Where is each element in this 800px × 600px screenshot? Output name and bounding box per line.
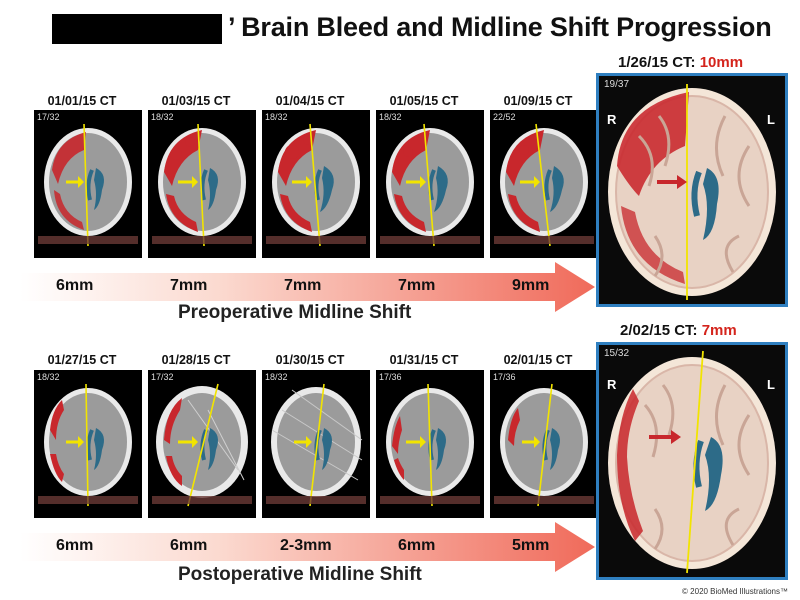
slice-number: 17/32 <box>151 372 174 382</box>
postop-scan-2: 17/32 <box>148 370 256 518</box>
slice-number: 18/32 <box>37 372 60 382</box>
postop-shift-4: 6mm <box>398 537 436 554</box>
slice-number: 17/32 <box>37 112 60 122</box>
right-side-marker: R <box>607 377 617 392</box>
preop-shift-4: 7mm <box>398 277 436 294</box>
postop-band-title: Postoperative Midline Shift <box>178 564 422 585</box>
postop-big-label: 2/02/15 CT: 7mm <box>620 322 737 339</box>
preop-scan-5: 22/52 <box>490 110 598 258</box>
preop-shift-5: 9mm <box>512 277 550 294</box>
postop-date-5: 02/01/15 CT <box>503 353 573 367</box>
brain-illustration <box>608 350 776 574</box>
ct-image <box>38 383 138 507</box>
preop-shift-3: 7mm <box>284 277 322 294</box>
left-side-marker: L <box>767 112 775 127</box>
slice-number: 17/36 <box>493 372 516 382</box>
ct-image <box>494 383 594 507</box>
slice-number: 18/32 <box>265 372 288 382</box>
preop-scan-3: 18/32 <box>262 110 370 258</box>
gradient-arrow <box>20 262 595 312</box>
postop-date-3: 01/30/15 CT <box>275 353 345 367</box>
slice-number: 18/32 <box>265 112 288 122</box>
slice-number: 22/52 <box>493 112 516 122</box>
postop-scan-4: 17/36 <box>376 370 484 518</box>
postop-date-4: 01/31/15 CT <box>389 353 459 367</box>
brain-illustration <box>608 84 776 300</box>
redaction-box <box>52 14 222 44</box>
ct-image <box>152 383 252 507</box>
preop-big-label: 1/26/15 CT: 10mm <box>618 54 743 71</box>
ct-image <box>266 123 366 247</box>
postop-illustration: 15/32 R L <box>596 342 788 580</box>
page-title: ’ Brain Bleed and Midline Shift Progress… <box>228 12 772 42</box>
preop-date-5: 01/09/15 CT <box>503 94 573 108</box>
left-side-marker: L <box>767 377 775 392</box>
preop-big-date: 1/26/15 CT: <box>618 54 700 71</box>
postop-scan-3: 18/32 <box>262 370 370 518</box>
preop-big-value: 10mm <box>699 54 744 71</box>
preop-band-title: Preoperative Midline Shift <box>178 302 412 323</box>
preop-shift-2: 7mm <box>170 277 208 294</box>
postop-date-2: 01/28/15 CT <box>161 353 231 367</box>
copyright: © 2020 BioMed Illustrations™ <box>682 587 788 596</box>
preop-scan-2: 18/32 <box>148 110 256 258</box>
slice-number: 19/37 <box>604 79 630 90</box>
postop-shift-2: 6mm <box>170 537 208 554</box>
postop-big-value: 7mm <box>701 322 737 339</box>
slice-number: 15/32 <box>604 348 630 359</box>
preop-shift-1: 6mm <box>56 277 94 294</box>
ct-image <box>494 123 594 247</box>
postop-scan-5: 17/36 <box>490 370 598 518</box>
ct-image <box>380 123 480 247</box>
postop-big-date: 2/02/15 CT: <box>620 322 702 339</box>
ct-image <box>380 383 480 507</box>
postop-shift-5: 5mm <box>512 537 550 554</box>
preop-arrow-band <box>20 262 595 312</box>
slice-number: 18/32 <box>151 112 174 122</box>
preop-date-1: 01/01/15 CT <box>47 94 117 108</box>
gradient-arrow <box>20 522 595 572</box>
postop-arrow-band <box>20 522 595 572</box>
right-side-marker: R <box>607 112 617 127</box>
preop-date-3: 01/04/15 CT <box>275 94 345 108</box>
title-bar: ’ Brain Bleed and Midline Shift Progress… <box>0 8 800 48</box>
slice-number: 18/32 <box>379 112 402 122</box>
postop-shift-1: 6mm <box>56 537 94 554</box>
preop-scan-1: 17/32 <box>34 110 142 258</box>
postop-shift-3: 2-3mm <box>280 537 332 554</box>
preop-illustration: 19/37 R L <box>596 73 788 307</box>
ct-image <box>152 123 252 247</box>
preop-scan-4: 18/32 <box>376 110 484 258</box>
slice-number: 17/36 <box>379 372 402 382</box>
preop-date-4: 01/05/15 CT <box>389 94 459 108</box>
preop-date-2: 01/03/15 CT <box>161 94 231 108</box>
postop-scan-1: 18/32 <box>34 370 142 518</box>
ct-image <box>38 123 138 247</box>
postop-date-1: 01/27/15 CT <box>47 353 117 367</box>
ct-image <box>266 383 366 507</box>
